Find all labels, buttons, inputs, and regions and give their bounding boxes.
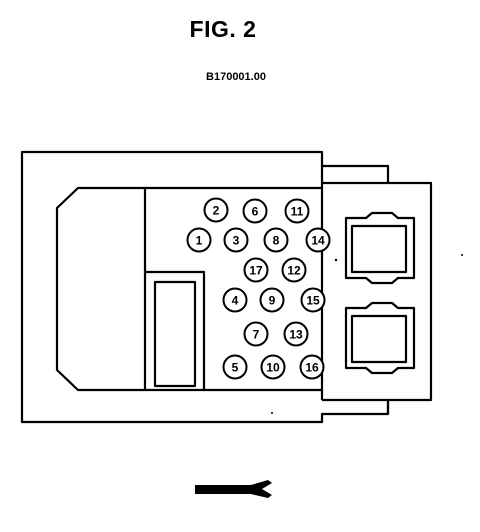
- pin-circle: [284, 198, 310, 224]
- pin-label: 12: [287, 264, 301, 278]
- pin-label: 5: [232, 361, 239, 375]
- pin-17: 17: [243, 257, 269, 283]
- figure-title: FIG. 2: [189, 16, 257, 42]
- pin-circle: [281, 257, 307, 283]
- pin-circle: [305, 227, 331, 253]
- pin-label: 6: [252, 205, 259, 219]
- pin-label: 1: [196, 234, 203, 248]
- pin-4: 4: [222, 287, 248, 313]
- pin-8: 8: [263, 227, 289, 253]
- pin-16: 16: [299, 354, 325, 380]
- pin-label: 16: [305, 361, 319, 375]
- pin-circle: [242, 198, 268, 224]
- pin-circle: [259, 287, 285, 313]
- pin-circle: [203, 197, 229, 223]
- pin-label: 7: [253, 328, 260, 342]
- pin-1: 1: [186, 227, 212, 253]
- pin-label: 15: [306, 294, 320, 308]
- pin-label: 9: [269, 294, 276, 308]
- pin-11: 11: [284, 198, 310, 224]
- terminal-cavity-upper: [344, 211, 416, 285]
- pin-circle: [223, 227, 249, 253]
- pin-circle: [260, 354, 286, 380]
- pin-label: 14: [311, 234, 325, 248]
- pin-12: 12: [281, 257, 307, 283]
- pin-label: 8: [273, 234, 280, 248]
- pin-label: 11: [291, 205, 304, 219]
- pin-3: 3: [223, 227, 249, 253]
- pin-2: 2: [203, 197, 229, 223]
- pin-label: 4: [232, 294, 239, 308]
- pin-7: 7: [243, 321, 269, 347]
- figure-code: B170001.00: [206, 71, 266, 83]
- pin-6: 6: [242, 198, 268, 224]
- pin-circle: [283, 321, 309, 347]
- pin-15: 15: [300, 287, 326, 313]
- pin-label: 17: [249, 264, 263, 278]
- pin-10: 10: [260, 354, 286, 380]
- pin-14: 14: [305, 227, 331, 253]
- connector-keyway: [145, 270, 206, 390]
- pin-13: 13: [283, 321, 309, 347]
- terminal-cavity-lower: [344, 301, 416, 375]
- pin-circle: [186, 227, 212, 253]
- pin-circle: [243, 257, 269, 283]
- pin-circle: [222, 354, 248, 380]
- pin-circle: [263, 227, 289, 253]
- pin-circle: [300, 287, 326, 313]
- pin-circle: [243, 321, 269, 347]
- pin-circle: [299, 354, 325, 380]
- connector-inner-block: [55, 186, 147, 392]
- connector-housing: [20, 150, 433, 424]
- pin-circle: [222, 287, 248, 313]
- connector-key-slot: [153, 280, 197, 388]
- pin-label: 13: [289, 328, 303, 342]
- pin-label: 2: [213, 204, 220, 218]
- pin-5: 5: [222, 354, 248, 380]
- connector-latch-bottom: [322, 398, 390, 414]
- connector-wire-icon: [195, 480, 272, 498]
- pin-label: 3: [233, 234, 240, 248]
- connector-latch-top: [320, 166, 388, 185]
- pin-9: 9: [259, 287, 285, 313]
- pin-label: 10: [266, 361, 280, 375]
